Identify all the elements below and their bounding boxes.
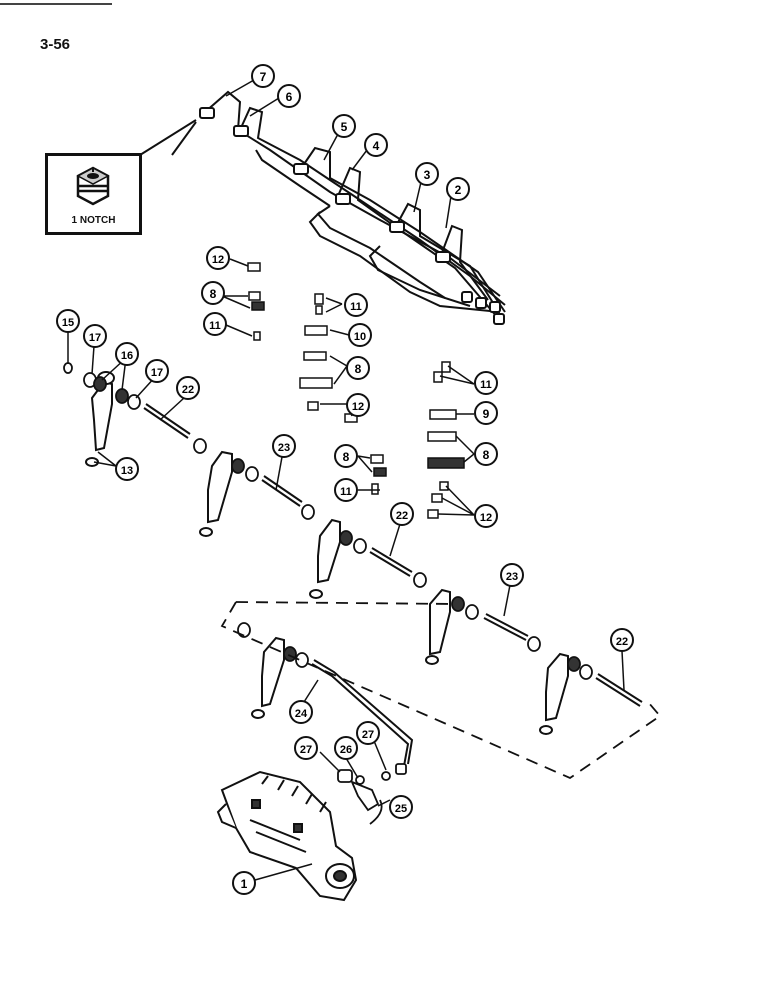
- callout-13: 13: [115, 457, 139, 481]
- callout-11: 11: [474, 371, 498, 395]
- callout-label: 27: [300, 744, 312, 756]
- callout-label: 4: [373, 139, 380, 153]
- callout-12: 12: [474, 504, 498, 528]
- callout-11: 11: [344, 293, 368, 317]
- callout-8: 8: [201, 281, 225, 305]
- callout-label: 7: [260, 70, 267, 84]
- callout-12: 12: [206, 246, 230, 270]
- callout-23: 23: [500, 563, 524, 587]
- callout-label: 22: [616, 636, 628, 648]
- callout-6: 6: [277, 84, 301, 108]
- callout-27: 27: [356, 721, 380, 745]
- pump-fittings: [337, 763, 407, 825]
- callout-4: 4: [364, 133, 388, 157]
- callout-label: 8: [343, 450, 350, 464]
- callout-label: 3: [424, 168, 431, 182]
- callout-10: 10: [348, 323, 372, 347]
- washers-and-nuts: [63, 362, 593, 680]
- callout-27: 27: [294, 736, 318, 760]
- callout-label: 13: [121, 465, 133, 477]
- callout-label: 11: [340, 486, 352, 498]
- callout-1: 1: [232, 871, 256, 895]
- callout-2: 2: [446, 177, 470, 201]
- callout-26: 26: [334, 736, 358, 760]
- callout-label: 22: [396, 510, 408, 522]
- callout-23: 23: [272, 434, 296, 458]
- callout-label: 8: [355, 362, 362, 376]
- callout-16: 16: [115, 342, 139, 366]
- callout-label: 24: [295, 708, 308, 720]
- phantom-boundary-top: [235, 601, 457, 605]
- callout-17: 17: [83, 324, 107, 348]
- detail-pointer: [139, 119, 197, 156]
- callout-label: 11: [209, 320, 221, 332]
- callout-9: 9: [474, 401, 498, 425]
- callout-24: 24: [289, 700, 313, 724]
- callout-label: 23: [278, 442, 290, 454]
- callout-label: 8: [210, 287, 217, 301]
- callout-11: 11: [203, 312, 227, 336]
- callout-7: 7: [251, 64, 275, 88]
- callout-label: 17: [151, 367, 163, 379]
- callout-label: 27: [362, 729, 374, 741]
- callout-label: 10: [354, 331, 366, 343]
- callout-25: 25: [389, 795, 413, 819]
- callout-12: 12: [346, 393, 370, 417]
- callout-label: 17: [89, 332, 101, 344]
- callout-8: 8: [334, 444, 358, 468]
- callout-label: 12: [212, 254, 224, 266]
- callout-label: 9: [483, 407, 490, 421]
- phantom-boundary: [220, 601, 662, 780]
- callout-11: 11: [334, 478, 358, 502]
- injection-lines-bundle: [204, 90, 506, 319]
- page-number: 3-56: [40, 36, 71, 53]
- detail-caption: 1 NOTCH: [71, 215, 116, 226]
- callout-label: 25: [395, 803, 407, 815]
- callout-17: 17: [145, 359, 169, 383]
- callout-label: 11: [480, 379, 492, 391]
- line-fittings: [199, 107, 505, 325]
- top-rule: [0, 3, 112, 5]
- callout-3: 3: [415, 162, 439, 186]
- callout-label: 12: [352, 401, 364, 413]
- callout-22: 22: [610, 628, 634, 652]
- callout-label: 5: [341, 120, 348, 134]
- hex-nut-icon: [76, 166, 110, 206]
- callout-22: 22: [176, 376, 200, 400]
- injector-row: [85, 371, 569, 735]
- callout-label: 6: [286, 90, 293, 104]
- callout-label: 22: [182, 384, 194, 396]
- callout-label: 8: [483, 448, 490, 462]
- callout-8: 8: [474, 442, 498, 466]
- leak-off-tubes: [143, 403, 643, 767]
- callout-label: 15: [62, 317, 74, 329]
- callout-label: 2: [455, 183, 462, 197]
- callout-label: 12: [480, 512, 492, 524]
- injection-pump: [216, 770, 358, 902]
- callout-15: 15: [56, 309, 80, 333]
- callout-label: 16: [121, 350, 133, 362]
- callout-8: 8: [346, 356, 370, 380]
- callout-22: 22: [390, 502, 414, 526]
- callout-label: 26: [340, 744, 352, 756]
- callout-label: 11: [350, 301, 362, 313]
- callout-5: 5: [332, 114, 356, 138]
- callout-label: 23: [506, 571, 518, 583]
- detail-inset-notched-nut: 1 NOTCH: [45, 153, 142, 235]
- callout-label: 1: [241, 877, 248, 891]
